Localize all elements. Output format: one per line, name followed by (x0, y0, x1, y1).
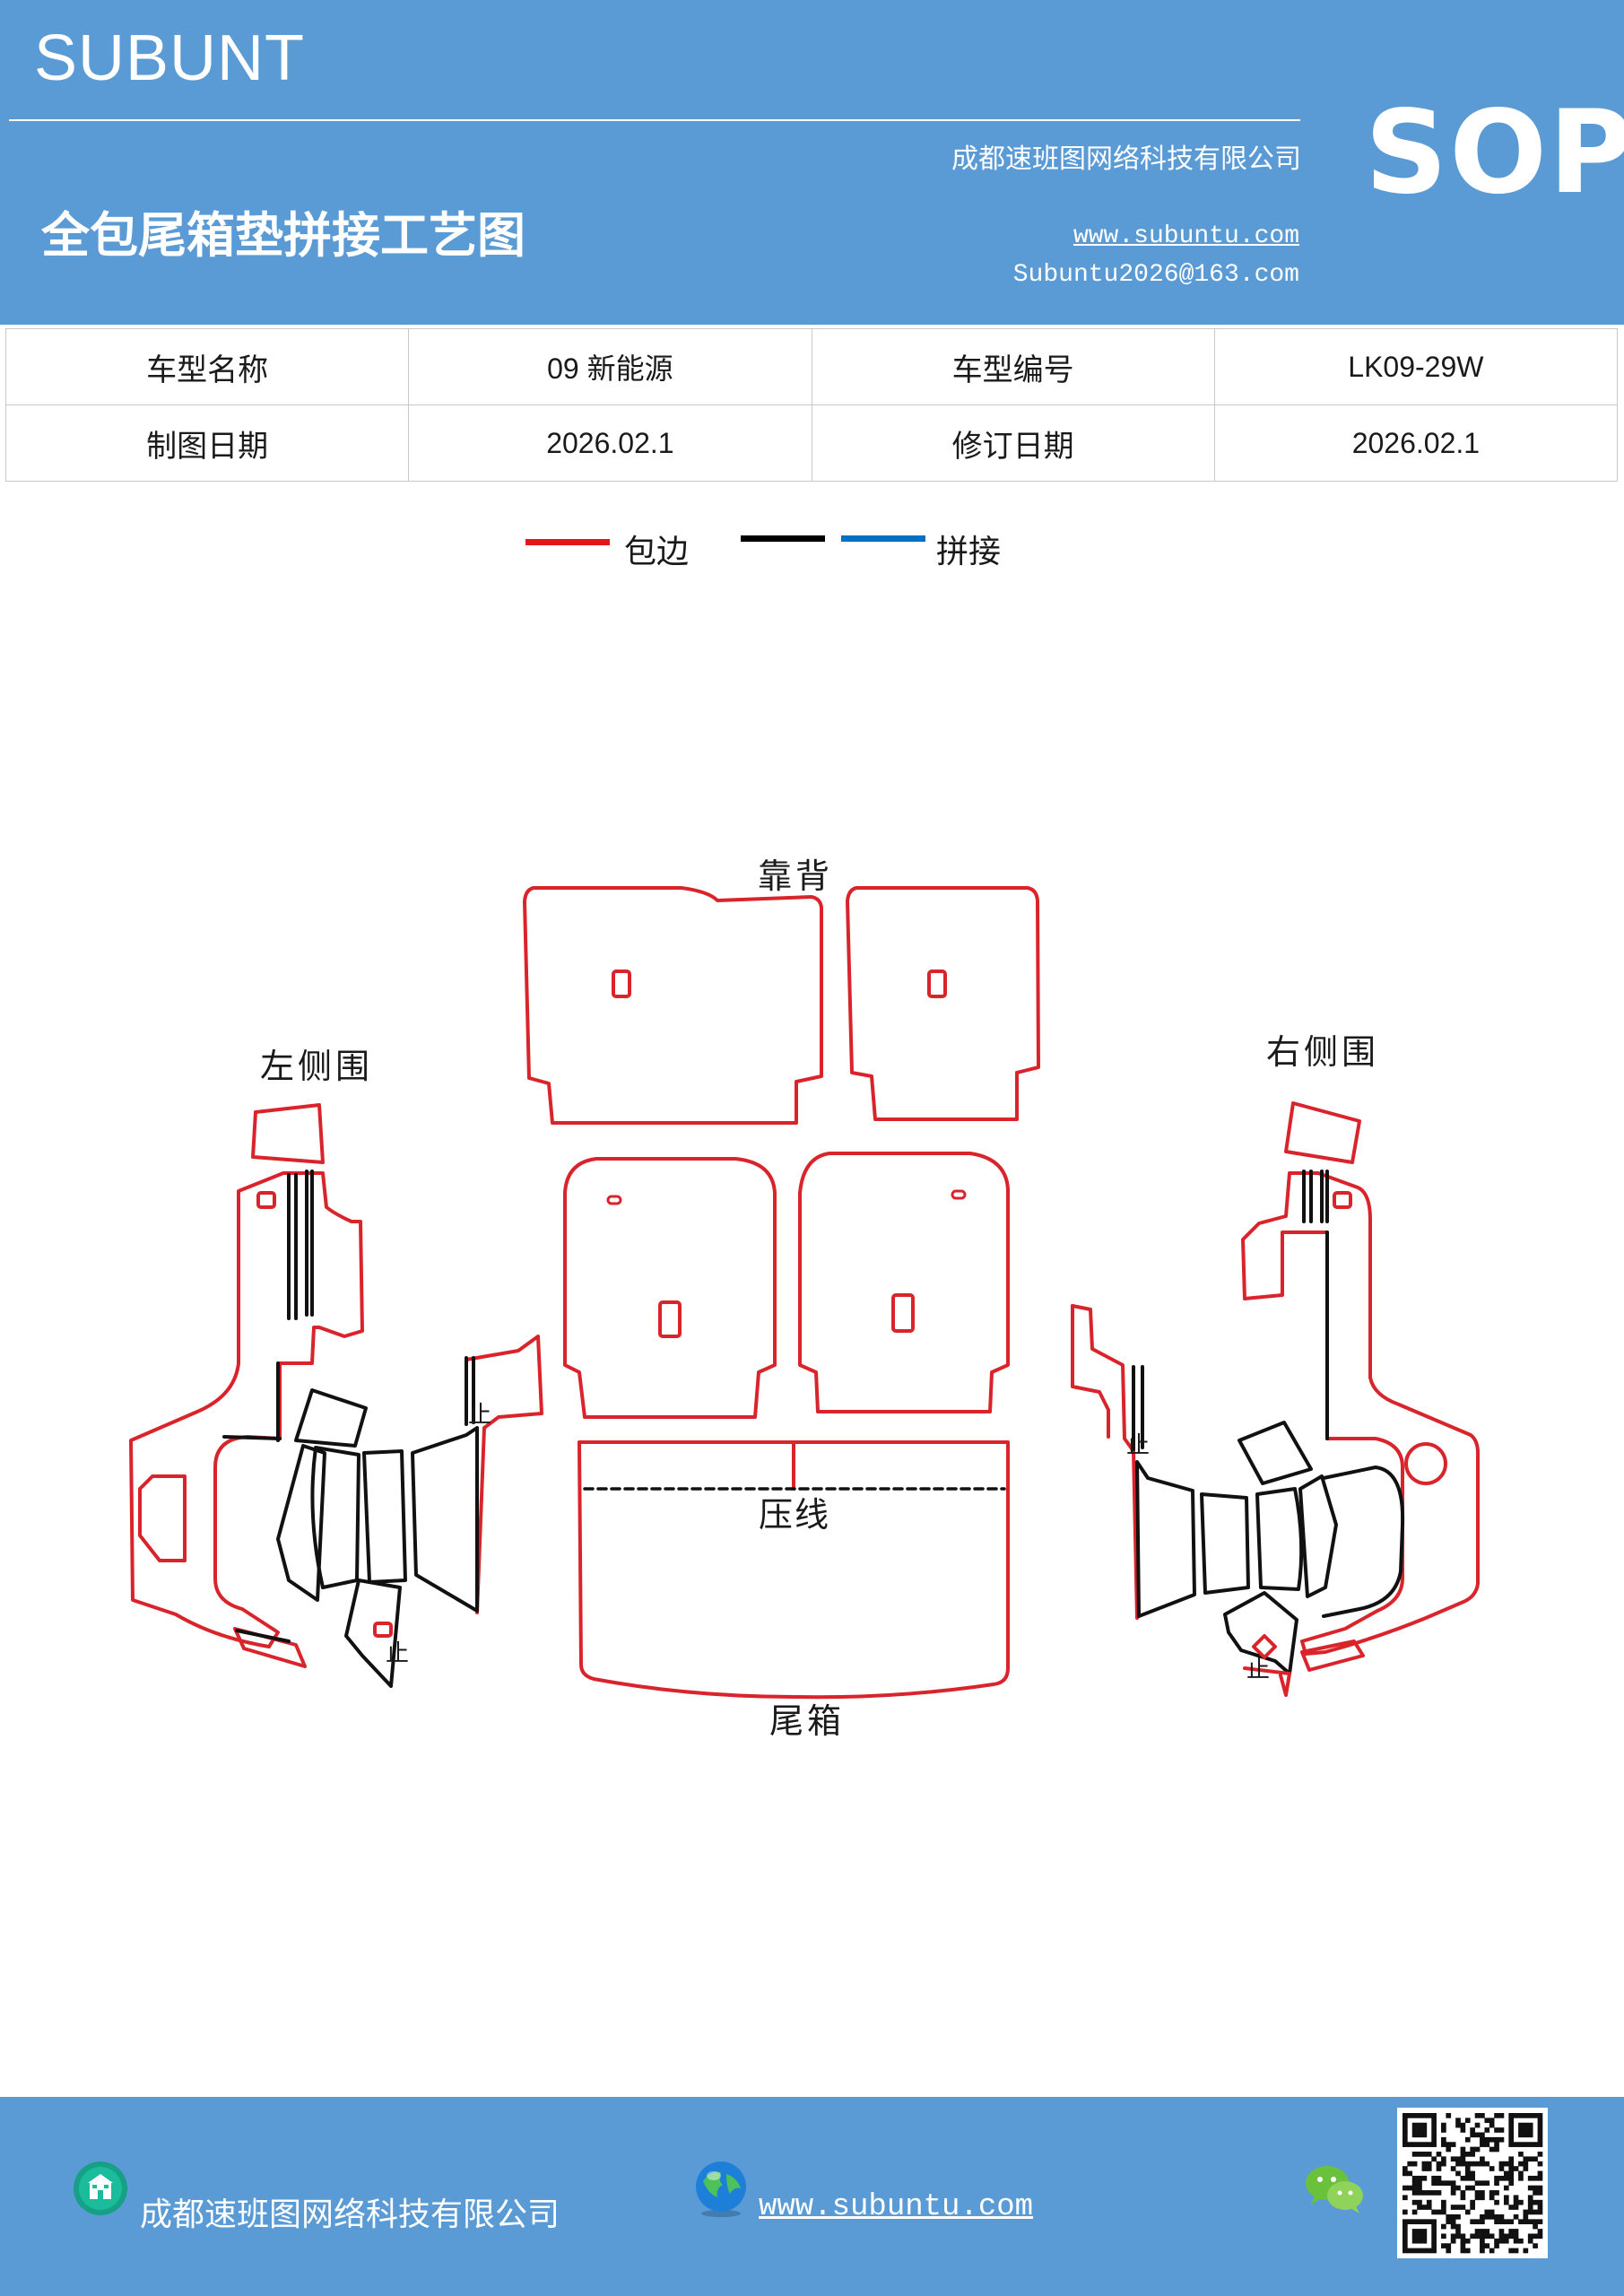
email-address: Subuntu2026@163.com (1012, 261, 1299, 289)
right-side-block-d (1200, 1492, 1250, 1595)
seat-right-piece (798, 1152, 1010, 1413)
footer-company-name: 成都速班图网络科技有限公司 (140, 2196, 560, 2233)
right-side-block-a (1238, 1421, 1313, 1485)
table-value: 09 新能源 (408, 328, 812, 405)
vehicle-info-table: 车型名称 09 新能源 车型编号 LK09-29W 制图日期 2026.02.1… (4, 328, 1619, 482)
right-side-splice-left-b (1071, 1304, 1110, 1439)
legend-label-splice: 拼接 (936, 534, 1002, 570)
backrest-left-piece (523, 886, 823, 1125)
trunk-floor-piece (578, 1440, 1010, 1700)
right-side-hole (1333, 1191, 1352, 1209)
backrest-right-piece (846, 886, 1040, 1121)
left-side-block-a (294, 1388, 368, 1448)
header-banner (0, 0, 1624, 325)
left-side-hole (256, 1191, 276, 1209)
right-side-tab (1284, 1101, 1361, 1164)
seat-right-hole (891, 1293, 915, 1333)
table-label: 车型编号 (811, 328, 1215, 405)
backrest-right-hole (927, 970, 947, 998)
right-side-block-back (1322, 1465, 1405, 1618)
label-trunk: 尾箱 (769, 1701, 845, 1741)
seat-left-hole (658, 1300, 682, 1338)
stop-mark: 止 (468, 1402, 491, 1429)
document-title: 全包尾箱垫拼接工艺图 (41, 207, 525, 264)
stop-mark: 止 (1126, 1432, 1150, 1459)
left-side-splice-strip-2 (305, 1170, 314, 1317)
left-side-block-e (411, 1426, 479, 1613)
seat-left-piece (563, 1157, 777, 1419)
sop-badge: SOP (1365, 86, 1624, 220)
building-icon (72, 2160, 129, 2217)
left-side-block-d (362, 1449, 407, 1584)
seat-left-slot (606, 1195, 622, 1205)
table-label: 制图日期 (4, 404, 410, 482)
wechat-icon[interactable] (1304, 2163, 1365, 2215)
left-side-black-base (222, 1361, 282, 1442)
left-side-lower-strip-b (235, 1629, 291, 1643)
right-side-splice-strip-2 (1320, 1170, 1329, 1223)
right-side-block-c (1255, 1487, 1304, 1591)
left-side-lower-piece (344, 1578, 402, 1688)
footer-website-link[interactable]: www.subuntu.com (759, 2190, 1034, 2224)
table-value: 2026.02.1 (408, 404, 812, 482)
seat-right-slot (951, 1189, 967, 1200)
left-side-panel (129, 1171, 364, 1648)
right-side-lower-tail (1243, 1666, 1291, 1697)
company-name: 成都速班图网络科技有限公司 (951, 144, 1301, 175)
left-side-splice-right (465, 1335, 543, 1614)
stop-mark: 止 (1246, 1657, 1270, 1683)
table-row: 制图日期 2026.02.1 修订日期 2026.02.1 (4, 404, 1619, 482)
right-side-block-e (1135, 1460, 1196, 1618)
legend-line-splice (841, 535, 925, 542)
left-side-block-b (276, 1444, 326, 1602)
right-side-panel (1241, 1171, 1480, 1656)
label-backrest: 靠背 (758, 857, 833, 896)
right-side-lower-piece (1223, 1591, 1298, 1675)
table-label: 修订日期 (811, 404, 1215, 482)
table-row: 车型名称 09 新能源 车型编号 LK09-29W (4, 328, 1619, 405)
legend-line-edging (525, 539, 610, 545)
right-side-round-hole (1404, 1442, 1447, 1485)
left-side-black-strip (465, 1356, 475, 1426)
website-link[interactable]: www.subuntu.com (1073, 222, 1299, 250)
right-side-splice-strip-1 (1302, 1170, 1313, 1223)
left-side-lower-hole (373, 1622, 393, 1638)
header-divider (9, 119, 1300, 121)
left-side-block-c (310, 1446, 360, 1589)
legend-line-black (741, 535, 825, 542)
table-value: LK09-29W (1213, 328, 1619, 405)
right-side-lower-diamond (1252, 1634, 1277, 1659)
right-side-black-strip (1132, 1365, 1144, 1451)
right-side-splice-left (1071, 1304, 1139, 1620)
left-side-tab (251, 1103, 325, 1164)
backrest-left-hole (612, 970, 631, 998)
globe-icon (690, 2158, 751, 2219)
qr-code (1397, 2108, 1548, 2258)
table-label: 车型名称 (4, 328, 410, 405)
label-right-side: 右侧围 (1266, 1032, 1379, 1072)
table-value: 2026.02.1 (1213, 404, 1619, 482)
stop-mark: 止 (386, 1640, 409, 1667)
label-left-side: 左侧围 (260, 1047, 373, 1086)
legend-label-edging: 包边 (624, 534, 690, 570)
left-side-splice-strip-1 (287, 1173, 298, 1320)
right-side-block-b (1298, 1474, 1338, 1598)
brand-name: SUBUNT (34, 22, 306, 94)
left-side-window (138, 1474, 187, 1562)
label-press-line: 压线 (759, 1495, 830, 1535)
right-side-lower-strip (1300, 1639, 1365, 1672)
